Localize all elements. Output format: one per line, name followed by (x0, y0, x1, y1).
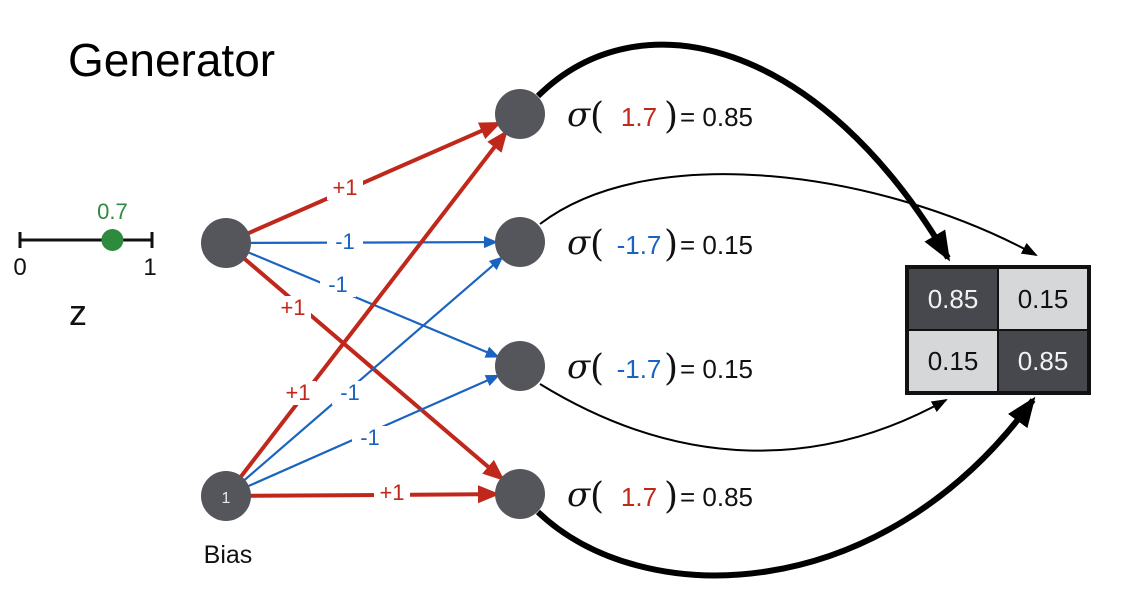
sigmoid-argument: -1.7 (617, 354, 662, 384)
output-image-grid: 0.85 0.15 0.15 0.85 (905, 265, 1091, 395)
weight-edges: +1-1-1+1+1-1-1+1 (224, 121, 508, 505)
sigmoid-result: = 0.15 (680, 354, 753, 384)
sigma-symbol: σ (567, 347, 591, 387)
edge-label-bg (332, 381, 368, 405)
sigmoid-argument: -1.7 (617, 230, 662, 260)
output-curve-1 (535, 41, 951, 262)
sigmoid-result: = 0.85 (680, 102, 753, 132)
edge-weight-label: +1 (285, 380, 310, 405)
input-node-z (201, 218, 251, 268)
slider-value-label: 0.7 (97, 199, 128, 224)
close-paren: ) (664, 96, 678, 137)
edge-label-bg (327, 176, 363, 200)
grid-cell-1 (909, 269, 997, 329)
output-curves (535, 41, 1038, 579)
diagram-title: Generator (68, 34, 275, 86)
edge-weight-label: -1 (335, 229, 355, 254)
hidden-node-4 (495, 469, 545, 519)
close-paren: ) (664, 476, 678, 517)
output-curve-2 (539, 173, 1038, 256)
close-paren: ) (664, 224, 678, 265)
sigmoid-argument: 1.7 (621, 102, 657, 132)
sigmoid-result: = 0.15 (680, 230, 753, 260)
grid-cell-2 (999, 269, 1087, 329)
grid-cell-value: 0.15 (928, 346, 979, 376)
edge-label-bg (352, 426, 388, 450)
sigmoid-formula-4: σ(1.7)= 0.85 (567, 475, 753, 517)
edge-label-bg (320, 273, 356, 297)
grid-cell-4 (999, 331, 1087, 391)
grid-cell-3 (909, 331, 997, 391)
output-curve-3 (539, 383, 948, 452)
slider-min-label: 0 (13, 254, 26, 281)
sigma-symbol: σ (567, 95, 591, 135)
sigmoid-formula-2: σ( -1.7)= 0.15 (567, 223, 753, 265)
hidden-nodes (495, 89, 545, 519)
edge-weight-label: +1 (332, 175, 357, 200)
open-paren: ( (590, 224, 604, 265)
sigmoid-result: = 0.85 (680, 482, 753, 512)
edge-bias-to-h1 (225, 256, 504, 497)
edge-weight-label: +1 (379, 480, 404, 505)
hidden-node-2 (495, 217, 545, 267)
sigma-symbol: σ (567, 223, 591, 263)
grid-cell-value: 0.85 (1018, 346, 1069, 376)
edge-label-bg (275, 296, 311, 320)
z-slider[interactable]: 0.7 0 1 (13, 199, 156, 281)
edge-z-to-h2 (225, 241, 500, 358)
z-variable-label: z (69, 292, 87, 333)
bias-node-value: 1 (222, 490, 231, 507)
edge-bias-to-h3 (225, 485, 501, 504)
grid-cell-value: 0.15 (1018, 284, 1069, 314)
edge-z-to-h3 (224, 241, 505, 482)
open-paren: ( (590, 476, 604, 517)
edge-label-bg (374, 481, 410, 505)
edge-weight-label: -1 (340, 380, 360, 405)
slider-max-label: 1 (143, 254, 156, 281)
edge-weight-label: +1 (280, 295, 305, 320)
edge-weight-label: -1 (328, 272, 348, 297)
edge-bias-to-h0 (224, 129, 508, 498)
slider-handle[interactable] (101, 229, 124, 251)
close-paren: ) (664, 348, 678, 389)
bias-node (201, 471, 251, 521)
bias-label: Bias (204, 541, 253, 569)
sigmoid-argument: 1.7 (621, 482, 657, 512)
open-paren: ( (590, 96, 604, 137)
hidden-node-3 (495, 341, 545, 391)
sigmoid-formula-1: σ(1.7)= 0.85 (567, 95, 753, 137)
open-paren: ( (590, 348, 604, 389)
sigma-symbol: σ (567, 475, 591, 515)
sigmoid-formula-3: σ( -1.7)= 0.15 (567, 347, 753, 389)
edge-weight-label: -1 (360, 425, 380, 450)
output-curve-4 (535, 396, 1036, 579)
edge-label-bg (280, 381, 316, 405)
edge-label-bg (327, 230, 363, 254)
sigmoid-formulas: σ(1.7)= 0.85σ(-1.7)= 0.15σ(-1.7)= 0.15σ(… (567, 95, 753, 517)
hidden-node-1 (495, 89, 545, 139)
grid-cell-value: 0.85 (928, 284, 979, 314)
